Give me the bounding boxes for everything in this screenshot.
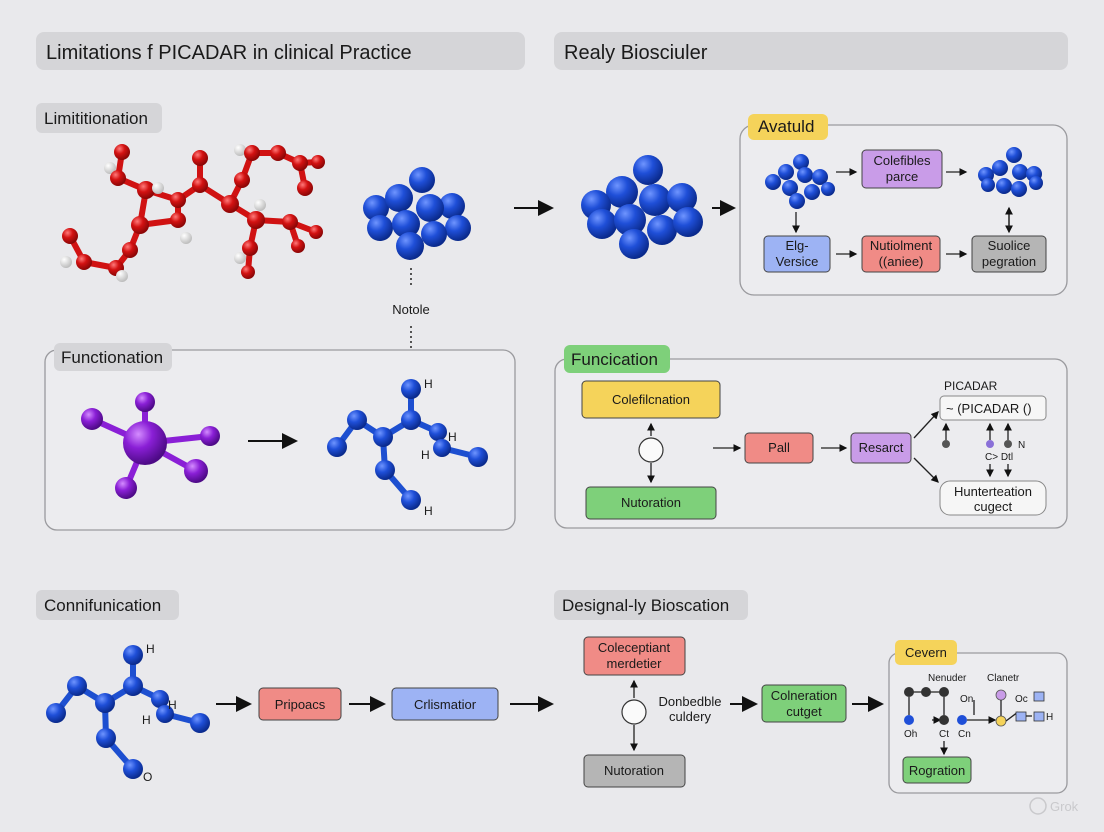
svg-text:parce: parce [886,169,919,184]
functionation-label: Functionation [61,348,163,367]
label-designal-text: Designal-ly Bioscation [562,596,729,615]
blue-cluster-1 [363,167,471,260]
svg-text:N: N [1018,440,1025,451]
svg-text:On: On [960,694,973,705]
box-crlismatior: Crlismatior [391,687,499,721]
svg-text:Colefilcnation: Colefilcnation [612,392,690,407]
box-colefibles: Colefibles parce [861,149,943,189]
label-connifunication: Connifunication [36,590,179,620]
watermark: Grok [1029,797,1079,815]
svg-text:Nenuder: Nenuder [928,673,967,684]
svg-text:H: H [168,698,177,712]
svg-text:((aniee): ((aniee) [879,254,924,269]
header-left: Limitations f PICADAR in clinical Practi… [36,32,525,70]
svg-text:Colneration: Colneration [771,688,838,703]
svg-text:H: H [421,448,430,462]
svg-text:Nutoration: Nutoration [604,763,664,778]
picadar-title: PICADAR [944,379,998,393]
side-text-1: Donbedble [659,694,722,709]
svg-text:cugect: cugect [974,499,1013,514]
box-elg-versice: Elg- Versice [763,235,831,273]
purple-molecule [81,392,220,499]
svg-text:Clanetr: Clanetr [987,673,1020,684]
cevern-label: Cevern [905,645,947,660]
box-rogration: Rogration [902,756,972,784]
svg-text:Hunterteation: Hunterteation [954,484,1032,499]
watermark-text: Grok [1050,799,1079,814]
header-left-title: Limitations f PICADAR in clinical Practi… [46,42,412,64]
header-right-title: Realy Biosciuler [564,42,708,64]
svg-text:Colefibles: Colefibles [873,153,931,168]
label-connifunication-text: Connifunication [44,596,161,615]
side-text-2: culdery [669,709,711,724]
box-nutiolment: Nutiolment ((aniee) [861,235,941,273]
svg-text:pegration: pegration [982,254,1036,269]
box-colneration: Colneration cutget [761,684,847,723]
picadar-box: ~ (PICADAR () [939,395,1047,421]
notole-label: Notole [392,302,430,317]
svg-text:Versice: Versice [776,254,819,269]
svg-text:Rogration: Rogration [909,763,965,778]
svg-text:Pall: Pall [768,440,790,455]
svg-text:O: O [143,770,152,784]
svg-text:C> Dtl: C> Dtl [985,452,1013,463]
box-coleceptiant: Coleceptiant merdetier [583,636,686,676]
avatuld-cluster-left [765,154,835,209]
funcication-label: Funcication [571,350,658,369]
svg-text:Coleceptiant: Coleceptiant [598,640,671,655]
svg-text:Suolice: Suolice [988,238,1031,253]
svg-text:H: H [142,713,151,727]
box-pripoacs: Pripoacs [258,687,342,721]
cevern-panel: Cevern Nenuder Clanetr On Oh Ct Cn Oc H … [888,640,1068,794]
svg-text:Ct: Ct [939,729,949,740]
node-circle-mid [638,437,664,463]
svg-text:Resarct: Resarct [859,440,904,455]
svg-text:H: H [448,430,457,444]
svg-text:Nutoration: Nutoration [621,495,681,510]
svg-text:Pripoacs: Pripoacs [275,697,326,712]
label-designal: Designal-ly Bioscation [554,590,748,620]
svg-text:H: H [1046,712,1053,723]
box-colefilcnation: Colefilcnation [581,380,721,419]
svg-text:Elg-: Elg- [785,238,808,253]
svg-text:Cn: Cn [958,729,971,740]
box-nutoration-bottom: Nutoration [583,754,686,788]
svg-text:cutget: cutget [786,704,822,719]
avatuld-panel: Avatuld [739,114,1068,296]
funcication-panel: Funcication Colefilcnation Nutoration Pa… [554,345,1068,529]
box-nutoration-mid: Nutoration [585,486,717,520]
svg-text:Crlismatior: Crlismatior [414,697,477,712]
blue-stick-molecule-1: H H H H [327,377,488,518]
header-right: Realy Biosciuler [554,32,1068,70]
svg-text:merdetier: merdetier [607,656,663,671]
svg-text:H: H [424,377,433,391]
svg-text:H: H [424,504,433,518]
box-suolice: Suolice pegration [971,235,1047,273]
label-limitation-text: Limititionation [44,109,148,128]
avatuld-cluster-right [978,147,1043,197]
label-limitation: Limititionation [36,103,162,133]
blue-cluster-2 [581,155,703,259]
avatuld-label: Avatuld [758,117,814,136]
functionation-panel: Functionation [44,343,516,531]
box-hunterteation: Hunterteation cugect [939,480,1047,516]
svg-text:Oc: Oc [1015,694,1028,705]
box-pall: Pall [744,432,814,464]
box-resarct: Resarct [850,432,912,464]
svg-text:Nutiolment: Nutiolment [870,238,933,253]
blue-stick-molecule-2: H H H O [46,642,210,784]
node-circle-bottom [621,699,647,725]
svg-text:~ (PICADAR (): ~ (PICADAR () [946,401,1032,416]
svg-text:H: H [146,642,155,656]
svg-text:Oh: Oh [904,729,917,740]
red-molecule [60,144,325,282]
